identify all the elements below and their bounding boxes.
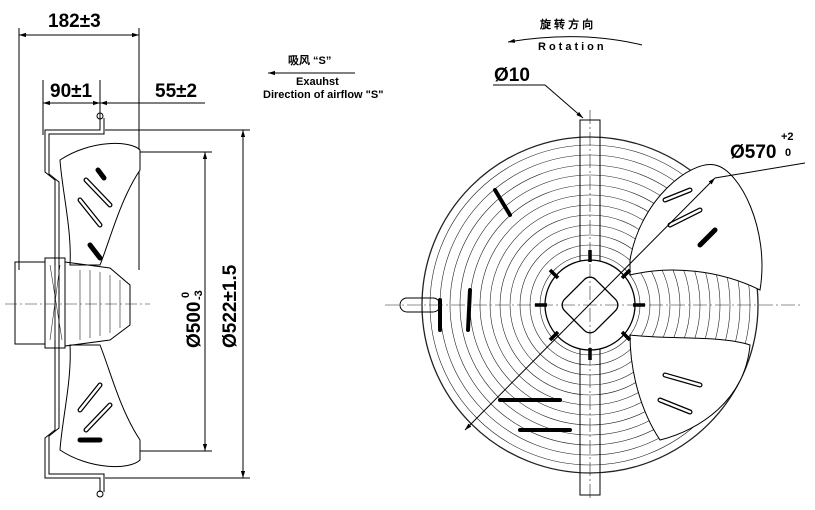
- airflow-label-en: Exauhst: [296, 76, 339, 88]
- dim-hole-diameter: Ø10: [494, 65, 530, 86]
- rotation-label-en: Rotation: [538, 41, 607, 53]
- airflow-label-cn: 吸风 “S”: [288, 53, 331, 67]
- dim-depth-rear: 55±2: [155, 81, 197, 102]
- airflow-direction: 吸风 “S” Exauhst Direction of airflow "S": [263, 53, 383, 101]
- rotation-arrow: [507, 36, 643, 46]
- dim-depth-total: 182±3: [48, 11, 101, 32]
- dim-depth-front: 90±1: [50, 81, 93, 102]
- front-view: 旋 转 方 向 Rotation: [385, 17, 806, 500]
- ring-tol-upper: +2: [781, 131, 794, 143]
- tol-upper: 0: [180, 292, 192, 298]
- blade: [629, 164, 763, 291]
- dim-inner-diameter: Ø500 0 -3: [180, 290, 205, 348]
- dim-ring-diameter: Ø570: [730, 142, 776, 163]
- motor-body: [14, 261, 46, 345]
- ring-tol-lower: 0: [785, 147, 791, 159]
- tol-lower: -3: [193, 290, 205, 300]
- dim-line-570: [464, 177, 716, 431]
- svg-text:Ø500: Ø500: [184, 302, 205, 348]
- dim-outer-diameter: Ø522±1.5: [220, 264, 241, 348]
- blade: [629, 334, 751, 441]
- rotation-label-cn: 旋 转 方 向: [539, 17, 593, 31]
- side-view: 182±3 90±1 55±2: [5, 11, 250, 498]
- airflow-label-desc: Direction of airflow "S": [263, 89, 383, 101]
